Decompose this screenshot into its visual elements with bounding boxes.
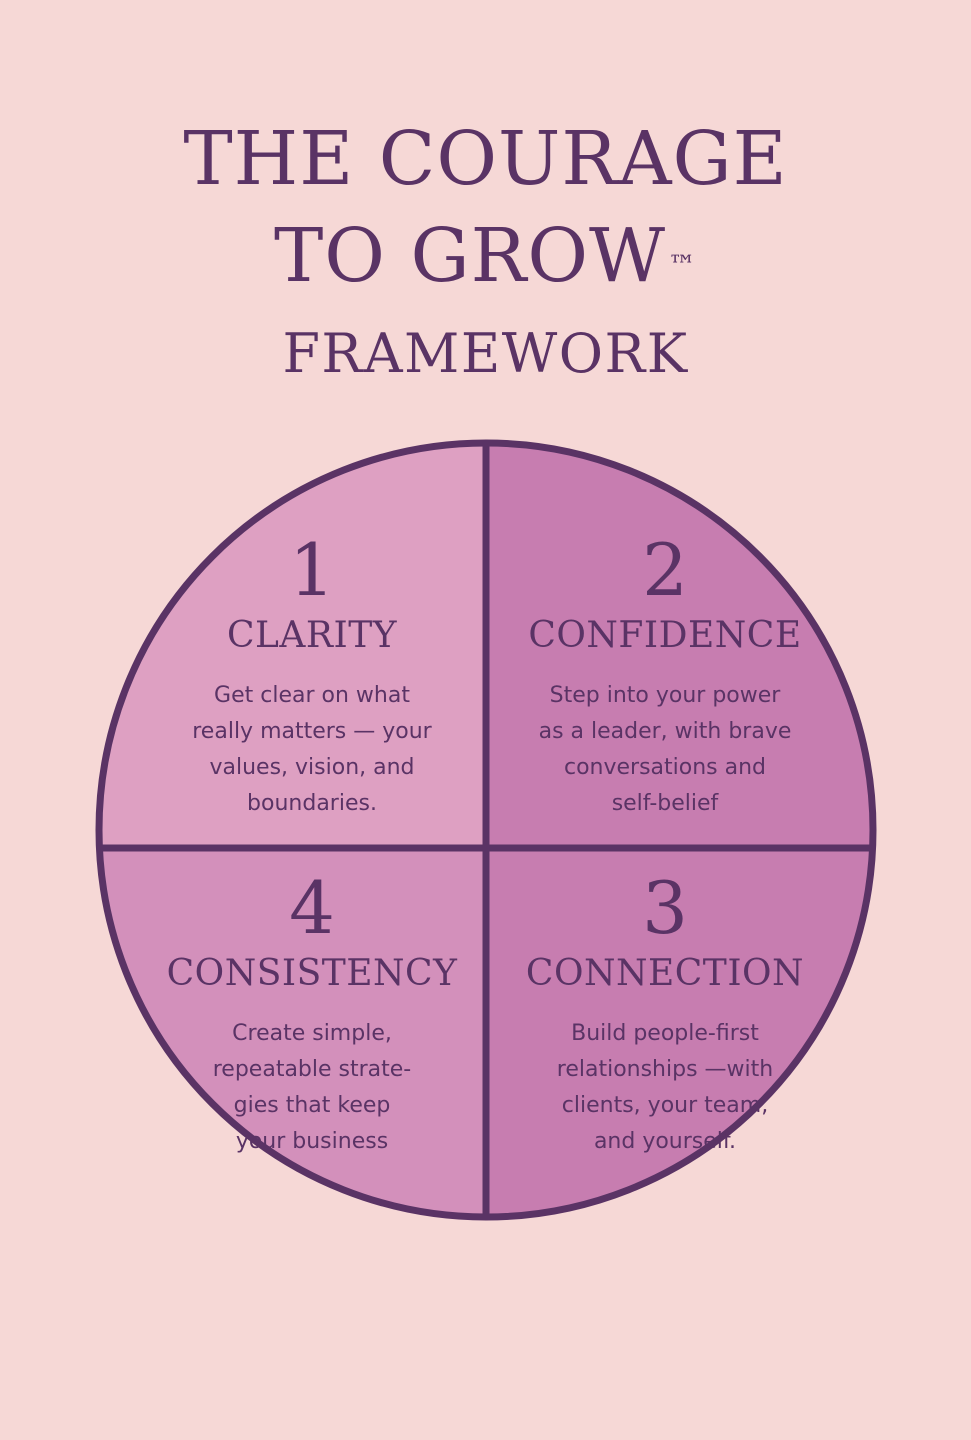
quadrant-4-consistency: 4 CONSISTENCY Create simple, repeatable … xyxy=(152,868,472,1160)
quadrant-3-title: CONNECTION xyxy=(525,953,805,994)
trademark-symbol: ™ xyxy=(668,249,698,282)
quadrant-1-description: Get clear on what really matters — your … xyxy=(192,683,432,816)
quadrant-4-number: 4 xyxy=(289,866,335,950)
title-block: THE COURAGE TO GROW™ FRAMEWORK xyxy=(0,112,971,402)
quadrant-2-title: CONFIDENCE xyxy=(528,615,802,656)
title-line-1: THE COURAGE xyxy=(0,112,971,206)
quadrant-2-confidence: 2 CONFIDENCE Step into your power as a l… xyxy=(500,530,830,822)
title-line-3-text: FRAMEWORK xyxy=(282,322,689,385)
quadrant-3-number: 3 xyxy=(642,866,688,950)
title-line-2: TO GROW™ xyxy=(0,206,971,306)
title-line-1-text: THE COURAGE xyxy=(183,116,788,202)
quadrant-3-description: Build people-first relationships —with c… xyxy=(556,1021,774,1154)
title-line-2-text: TO GROW xyxy=(273,213,667,299)
quadrant-2-description: Step into your power as a leader, with b… xyxy=(538,683,792,816)
quadrant-4-description: Create simple, repeatable strate- gies t… xyxy=(212,1021,412,1154)
circle-quadrants xyxy=(99,443,873,1217)
quadrant-3-connection: 3 CONNECTION Build people-first relation… xyxy=(500,868,830,1160)
title-line-3: FRAMEWORK xyxy=(0,306,971,402)
quadrant-4-title: CONSISTENCY xyxy=(166,953,458,994)
quadrant-2-number: 2 xyxy=(642,528,688,612)
quadrant-1-clarity: 1 CLARITY Get clear on what really matte… xyxy=(152,530,472,822)
quadrant-1-title: CLARITY xyxy=(226,615,398,656)
quadrant-1-number: 1 xyxy=(289,528,335,612)
